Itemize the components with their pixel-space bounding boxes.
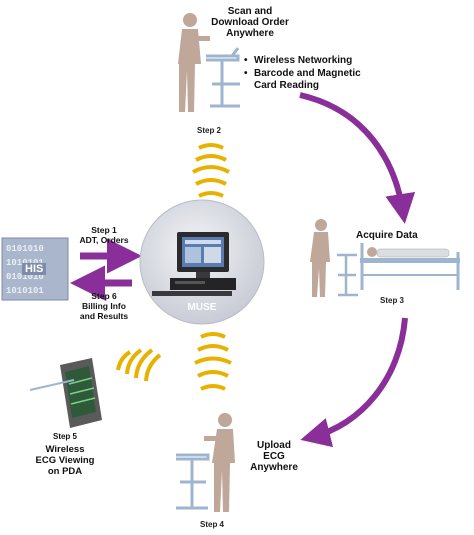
step4-person bbox=[204, 413, 235, 512]
wireless-wave-bottom bbox=[194, 332, 232, 391]
step5-text: Step 5 Wireless ECG Viewing on PDA bbox=[20, 431, 110, 477]
step2-person bbox=[178, 13, 210, 112]
step3-label: Step 3 bbox=[380, 296, 405, 305]
step1-desc: ADT, Orders bbox=[79, 235, 129, 245]
step2-title-line: Anywhere bbox=[226, 28, 274, 39]
bullet-text: Barcode and Magnetic bbox=[254, 68, 361, 79]
step3-title: Acquire Data bbox=[356, 230, 418, 241]
step1-label: Step 1 bbox=[91, 225, 117, 235]
step5-line: Wireless bbox=[45, 444, 85, 455]
step3-cart bbox=[337, 253, 358, 297]
step6-text: Step 6 Billing Info and Results bbox=[74, 291, 134, 321]
wireless-wave-left bbox=[116, 348, 162, 382]
step5-line: on PDA bbox=[47, 466, 83, 477]
step4-label: Step 4 bbox=[200, 520, 225, 529]
step2-bullet: •Barcode and Magnetic bbox=[244, 68, 361, 79]
his-label: HIS bbox=[22, 263, 47, 275]
step2-title: Scan and Download Order Anywhere bbox=[205, 6, 295, 39]
step2-bullet-continuation: Card Reading bbox=[254, 80, 319, 91]
step4-title-line: Upload bbox=[257, 440, 291, 451]
muse-label: MUSE bbox=[187, 302, 217, 313]
step2-label: Step 2 bbox=[197, 126, 222, 135]
his-binary-row: 1010101 bbox=[6, 286, 44, 296]
his-binary-row: 0101010 bbox=[6, 244, 44, 254]
step2-title-line: Scan and bbox=[227, 6, 273, 17]
step4-title-line: ECG bbox=[263, 451, 285, 462]
step4-title: Upload ECG Anywhere bbox=[244, 440, 304, 473]
arrow-step2-to-step3 bbox=[299, 92, 416, 224]
step6-line: Billing Info bbox=[82, 301, 126, 311]
bullet-text: Card Reading bbox=[254, 80, 320, 91]
step1-text: Step 1 ADT, Orders bbox=[74, 225, 134, 245]
his-binary-row: 0101010 bbox=[6, 272, 44, 282]
wireless-wave-top bbox=[192, 143, 230, 198]
muse-computer-icon bbox=[152, 232, 236, 296]
patient-bed bbox=[360, 243, 460, 290]
step2-cart bbox=[206, 47, 240, 108]
step5-line: ECG Viewing bbox=[35, 455, 95, 466]
step3-person bbox=[310, 219, 330, 297]
step4-cart bbox=[176, 453, 210, 510]
step2-bullet: •Wireless Networking bbox=[244, 55, 353, 66]
step2-title-line: Download Order bbox=[211, 17, 289, 28]
arrow-step3-to-step4 bbox=[300, 317, 408, 448]
step6-label: Step 6 bbox=[91, 291, 117, 301]
pda-device bbox=[29, 358, 102, 428]
step6-line: and Results bbox=[79, 311, 129, 321]
step4-title-line: Anywhere bbox=[250, 462, 298, 473]
bullet-text: Wireless Networking bbox=[254, 55, 353, 66]
step5-label: Step 5 bbox=[52, 432, 77, 441]
